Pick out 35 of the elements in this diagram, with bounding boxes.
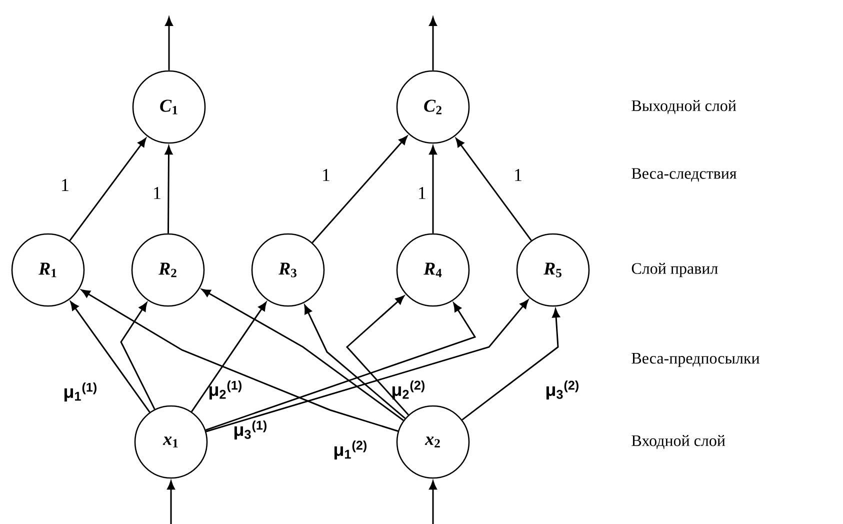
arrow xyxy=(429,146,437,234)
weight-label: μ$_{1}$(1) xyxy=(64,382,96,402)
arrow xyxy=(164,146,173,234)
edge-label: 1 xyxy=(512,168,524,182)
layer-label: Слой правил xyxy=(632,262,718,278)
arrow xyxy=(69,138,146,242)
arrow xyxy=(206,300,528,432)
arrow xyxy=(304,304,406,419)
layer-label: Веса-предпосылки xyxy=(632,353,760,367)
layer-label: Веса-следствия xyxy=(632,168,737,182)
arrow xyxy=(456,138,532,241)
weight-label: μ$_{3}$(2) xyxy=(546,380,578,400)
arrow xyxy=(167,480,175,524)
edge-label: 1 xyxy=(152,186,162,200)
arrow xyxy=(429,480,437,524)
arrow xyxy=(346,296,409,416)
arrow xyxy=(205,302,476,431)
arrow xyxy=(120,302,156,410)
edge-label: 1 xyxy=(416,186,428,200)
arrow xyxy=(191,302,267,412)
edge-label: 1 xyxy=(320,168,332,182)
weight-label: μ$_{3}$(1) xyxy=(234,420,266,440)
arrow xyxy=(81,290,398,432)
arrow xyxy=(312,136,408,244)
edge-label: 1 xyxy=(60,178,70,192)
weight-label: μ$_{1}$(2) xyxy=(334,440,366,460)
arrow xyxy=(202,288,404,421)
weight-label: μ$_{2}$(2) xyxy=(392,380,424,400)
layer-label: Выходной слой xyxy=(632,100,736,114)
weight-label: μ$_{2}$(1) xyxy=(209,380,242,400)
arrow xyxy=(70,301,150,413)
arrow xyxy=(429,17,437,70)
arrow xyxy=(462,308,560,420)
arrow xyxy=(165,17,173,70)
layer-label: Входной слой xyxy=(632,434,726,449)
